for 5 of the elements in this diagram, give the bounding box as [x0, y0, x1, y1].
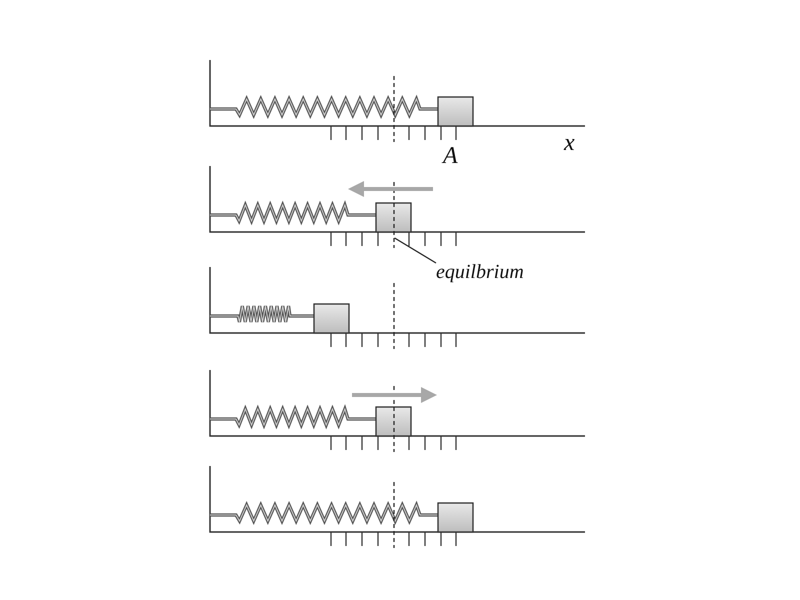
equilibrium-label: equilbrium [436, 262, 524, 282]
leader-line [394, 237, 436, 264]
amplitude-label: A [443, 144, 458, 168]
axis-label: x [564, 131, 575, 155]
equilibrium-line [393, 182, 395, 248]
